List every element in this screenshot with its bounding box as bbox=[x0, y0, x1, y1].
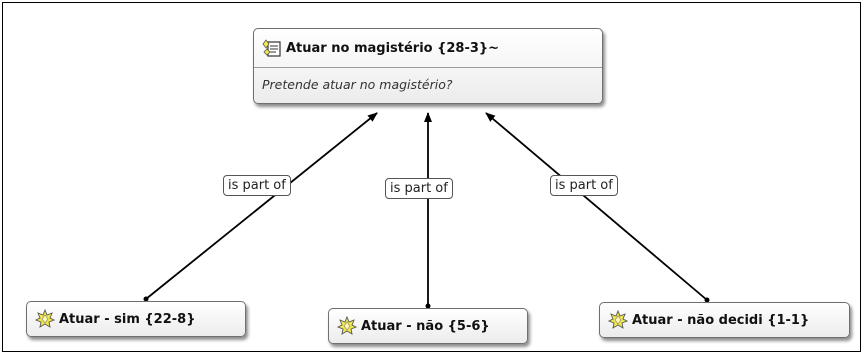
child-node-title: Atuar - não decidi {1-1} bbox=[632, 312, 810, 328]
code-star-icon bbox=[336, 315, 358, 336]
code-star-icon bbox=[607, 309, 629, 330]
child-node-nao-decidi[interactable]: Atuar - não decidi {1-1} bbox=[599, 302, 850, 338]
main-node-title: Atuar no magistério {28-3}~ bbox=[286, 40, 500, 56]
edge-label-sim: is part of bbox=[223, 175, 291, 196]
edge-nao-decidi-start bbox=[704, 297, 710, 303]
edge-sim bbox=[145, 112, 378, 300]
child-node-title: Atuar - sim {22-8} bbox=[59, 311, 196, 327]
edge-nao-start bbox=[425, 303, 431, 309]
edge-label-nao: is part of bbox=[385, 178, 453, 199]
child-node-nao-decidi-header: Atuar - não decidi {1-1} bbox=[600, 303, 849, 337]
child-node-sim[interactable]: Atuar - sim {22-8} bbox=[26, 301, 246, 337]
main-node[interactable]: Atuar no magistério {28-3}~ Pretende atu… bbox=[253, 28, 603, 104]
child-node-title: Atuar - não {5-6} bbox=[361, 318, 490, 334]
main-node-comment: Pretende atuar no magistério? bbox=[262, 76, 453, 92]
main-node-header: Atuar no magistério {28-3}~ bbox=[254, 29, 602, 68]
child-node-nao-header: Atuar - não {5-6} bbox=[329, 309, 527, 343]
edge-sim-start bbox=[143, 296, 149, 302]
edge-nao-decidi bbox=[485, 112, 708, 301]
child-node-sim-header: Atuar - sim {22-8} bbox=[27, 302, 245, 336]
code-star-icon bbox=[34, 308, 56, 329]
edge-label-nao-decidi: is part of bbox=[550, 175, 618, 196]
memo-group-icon bbox=[262, 38, 282, 58]
child-node-nao[interactable]: Atuar - não {5-6} bbox=[328, 308, 528, 344]
